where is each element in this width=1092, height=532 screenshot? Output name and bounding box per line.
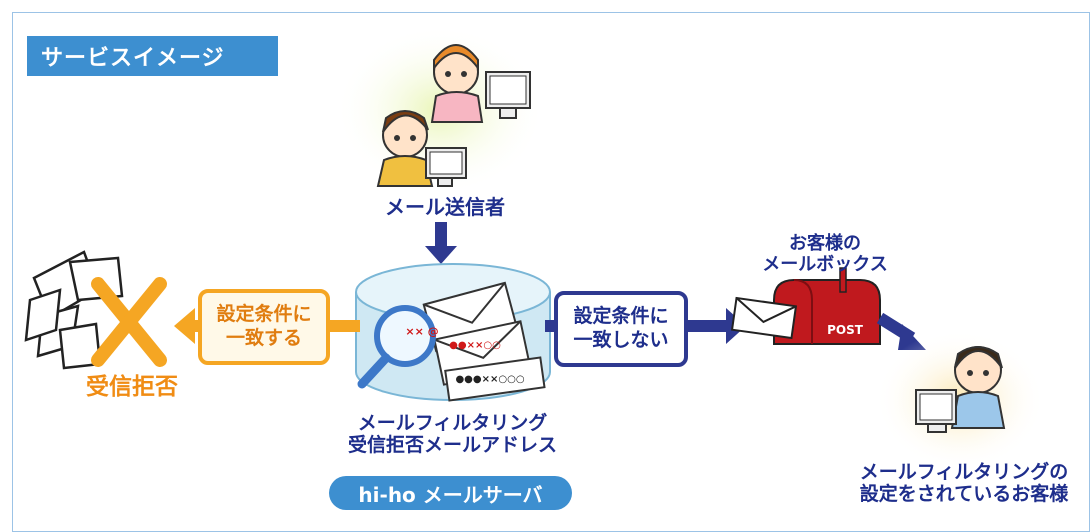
- post-label: POST: [827, 323, 863, 337]
- customer-line-1: メールフィルタリングの: [859, 461, 1069, 483]
- customer-at-computer-icon: [875, 330, 1045, 470]
- mailbox-post-icon: [730, 267, 881, 345]
- shredded-mail-icon: [24, 250, 124, 370]
- mailbox-label: お客様の メールボックス: [740, 233, 910, 275]
- arrow-down: [425, 222, 457, 264]
- reject-label: 受信拒否: [86, 374, 178, 400]
- envelope-mark-2: ●●××○○: [449, 340, 501, 351]
- magnifier-icon: [357, 305, 436, 389]
- match-line-1: 設定条件に: [216, 303, 312, 326]
- customer-line-2: 設定をされているお客様: [859, 482, 1069, 505]
- mailbox-line-1: お客様の: [789, 233, 861, 254]
- envelope-icon: [422, 281, 546, 402]
- envelope-mark-3: ●●●××○○○: [455, 374, 525, 385]
- match-condition-box: 設定条件に 一致する: [198, 289, 330, 365]
- server-label: hi-ho メールサーバ: [329, 476, 572, 510]
- server-caption: メールフィルタリング 受信拒否メールアドレス: [330, 412, 575, 457]
- nomatch-line-1: 設定条件に: [573, 305, 669, 328]
- page-title: サービスイメージ: [27, 36, 278, 76]
- people-at-computers-icon: [335, 25, 545, 195]
- nomatch-condition-box: 設定条件に 一致しない: [554, 291, 688, 367]
- customer-label: メールフィルタリングの 設定をされているお客様: [840, 461, 1088, 506]
- server-caption-line-1: メールフィルタリング: [357, 412, 548, 434]
- server-caption-line-2: 受信拒否メールアドレス: [347, 433, 557, 456]
- mailbox-line-2: メールボックス: [762, 253, 888, 275]
- envelope-mark-1: ×× @: [405, 325, 439, 338]
- sender-label: メール送信者: [385, 195, 505, 219]
- match-line-2: 一致する: [225, 327, 302, 349]
- reject-x-icon: [91, 277, 167, 367]
- nomatch-line-2: 一致しない: [573, 329, 669, 351]
